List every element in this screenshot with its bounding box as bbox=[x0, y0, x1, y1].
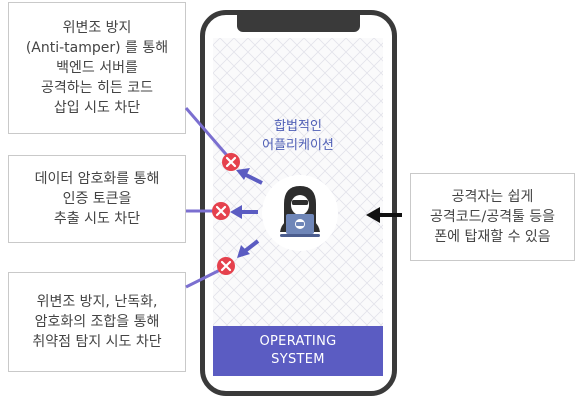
hacker-icon bbox=[280, 186, 320, 237]
callout-encryption: 데이터 암호화를 통해 인증 토큰을 추출 시도 차단 bbox=[8, 155, 186, 243]
callout-anti-tamper-text: 위변조 방지 (Anti-tamper) 를 통해 백엔드 서버를 공격하는 히… bbox=[25, 20, 169, 116]
attack-arrow-2 bbox=[230, 205, 258, 219]
phone-notch bbox=[237, 14, 360, 32]
block-x-icon bbox=[217, 257, 235, 275]
attack-arrow-3 bbox=[237, 239, 260, 258]
legit-app-label: 합법적인 어플리케이션 bbox=[262, 119, 334, 153]
callout-obfuscation: 위변조 방지, 난독화, 암호화의 조합을 통해 취약점 탐지 시도 차단 bbox=[8, 272, 186, 372]
attacker-note-text: 공격자는 쉽게 공격코드/공격툴 등을 폰에 탑재할 수 있음 bbox=[429, 189, 556, 245]
callout-encryption-text: 데이터 암호화를 통해 인증 토큰을 추출 시도 차단 bbox=[34, 171, 160, 227]
attacker-note: 공격자는 쉽게 공격코드/공격툴 등을 폰에 탑재할 수 있음 bbox=[410, 173, 575, 261]
callout-obfuscation-text: 위변조 방지, 난독화, 암호화의 조합을 통해 취약점 탐지 시도 차단 bbox=[32, 294, 162, 350]
operating-system-bar: OPERATING SYSTEM bbox=[213, 326, 383, 376]
callout-anti-tamper: 위변조 방지 (Anti-tamper) 를 통해 백엔드 서버를 공격하는 히… bbox=[8, 2, 186, 134]
block-x-icon bbox=[222, 153, 240, 171]
attacker-arrow-icon bbox=[366, 207, 402, 223]
attack-arrow-1 bbox=[236, 168, 263, 185]
block-x-icon bbox=[212, 202, 230, 220]
connector-line-1 bbox=[184, 107, 233, 161]
